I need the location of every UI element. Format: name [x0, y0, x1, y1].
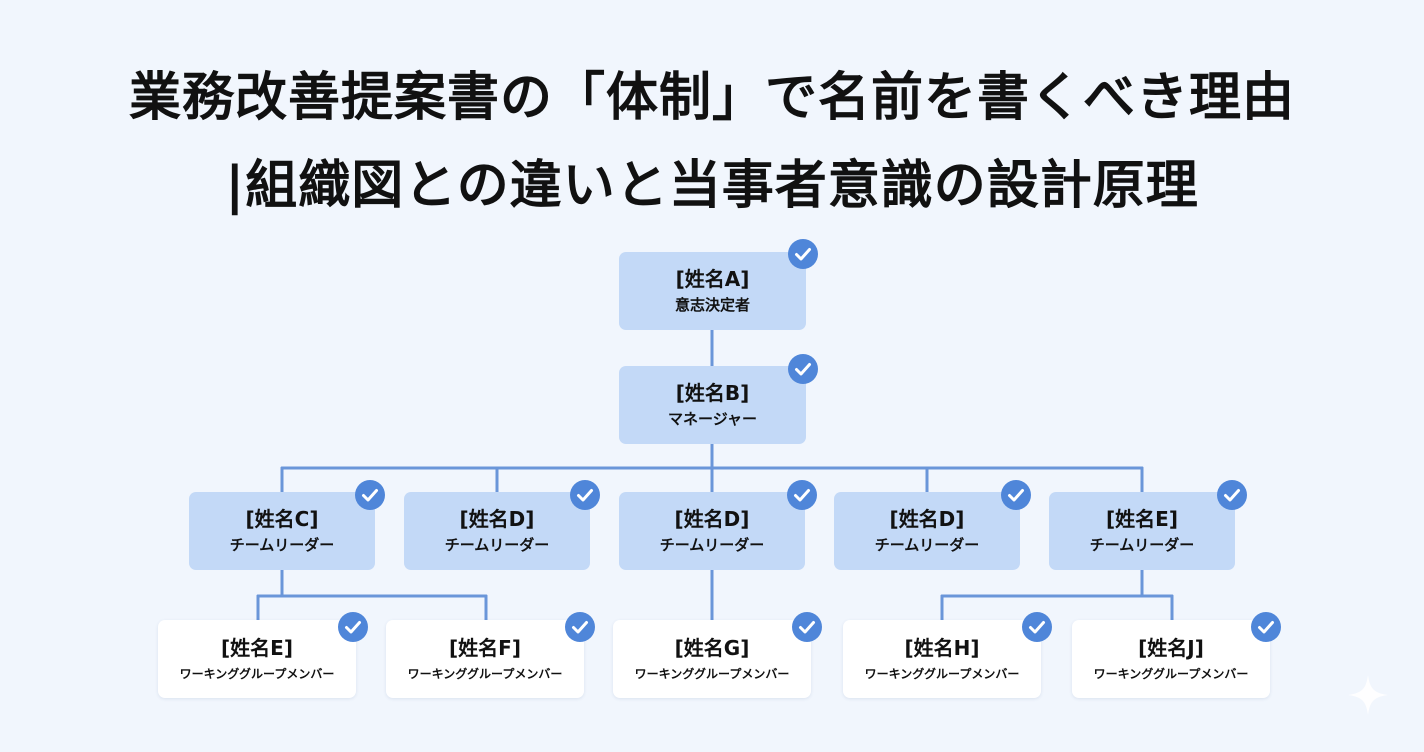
node-name: [姓名D] — [674, 507, 750, 531]
node-role: チームリーダー — [874, 536, 980, 554]
check-circle-icon — [1251, 612, 1281, 642]
node-c-team-leader: [姓名C] チームリーダー — [189, 492, 375, 570]
check-circle-icon — [565, 612, 595, 642]
node-role: ワーキンググループメンバー — [407, 667, 563, 681]
node-role: チームリーダー — [1089, 536, 1195, 554]
node-name: [姓名F] — [449, 636, 521, 660]
node-role: 意志決定者 — [674, 296, 750, 314]
node-role: チームリーダー — [229, 536, 335, 554]
check-circle-icon — [1001, 480, 1031, 510]
check-circle-icon — [788, 239, 818, 269]
node-role: ワーキンググループメンバー — [1093, 667, 1249, 681]
node-name: [姓名J] — [1138, 636, 1204, 660]
node-name: [姓名E] — [1106, 507, 1178, 531]
node-b-manager: [姓名B] マネージャー — [619, 366, 806, 444]
node-role: ワーキンググループメンバー — [179, 667, 335, 681]
node-role: チームリーダー — [444, 536, 550, 554]
check-circle-icon — [1022, 612, 1052, 642]
node-name: [姓名A] — [675, 267, 750, 291]
node-name: [姓名G] — [674, 636, 750, 660]
node-e1-team-leader: [姓名E] チームリーダー — [1049, 492, 1235, 570]
check-circle-icon — [355, 480, 385, 510]
title-line-1: 業務改善提案書の「体制」で名前を書くべき理由 — [128, 68, 1295, 128]
title-line-2: |組織図との違いと当事者意識の設計原理 — [225, 156, 1199, 216]
node-name: [姓名C] — [245, 507, 319, 531]
node-d3-team-leader: [姓名D] チームリーダー — [834, 492, 1020, 570]
check-circle-icon — [570, 480, 600, 510]
node-name: [姓名B] — [675, 381, 750, 405]
check-circle-icon — [1217, 480, 1247, 510]
node-e2-member: [姓名E] ワーキンググループメンバー — [158, 620, 356, 698]
node-f-member: [姓名F] ワーキンググループメンバー — [386, 620, 584, 698]
check-circle-icon — [338, 612, 368, 642]
node-g-member: [姓名G] ワーキンググループメンバー — [613, 620, 811, 698]
node-name: [姓名D] — [459, 507, 535, 531]
node-j-member: [姓名J] ワーキンググループメンバー — [1072, 620, 1270, 698]
node-name: [姓名H] — [904, 636, 980, 660]
check-circle-icon — [787, 480, 817, 510]
node-a-decision-maker: [姓名A] 意志決定者 — [619, 252, 806, 330]
node-d2-team-leader: [姓名D] チームリーダー — [619, 492, 805, 570]
node-role: チームリーダー — [659, 536, 765, 554]
node-role: ワーキンググループメンバー — [864, 667, 1020, 681]
node-name: [姓名E] — [221, 636, 293, 660]
check-circle-icon — [788, 354, 818, 384]
sparkle-icon — [1348, 675, 1388, 715]
node-role: ワーキンググループメンバー — [634, 667, 790, 681]
node-name: [姓名D] — [889, 507, 965, 531]
node-d1-team-leader: [姓名D] チームリーダー — [404, 492, 590, 570]
node-role: マネージャー — [668, 410, 757, 428]
check-circle-icon — [792, 612, 822, 642]
node-h-member: [姓名H] ワーキンググループメンバー — [843, 620, 1041, 698]
